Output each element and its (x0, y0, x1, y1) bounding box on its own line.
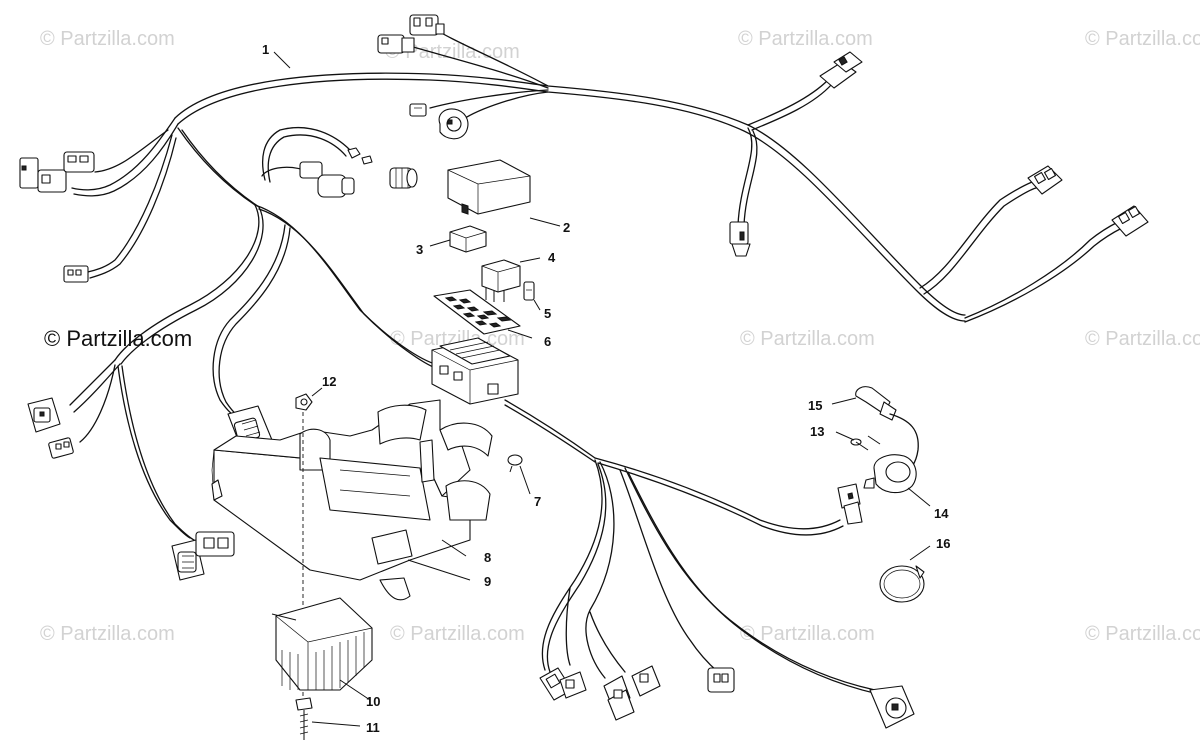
callout-7: 7 (534, 494, 541, 509)
screw[interactable] (835, 431, 881, 451)
connector-left-mid-2 (48, 437, 74, 459)
callout-13: 13 (810, 424, 824, 439)
part9-leader (407, 559, 471, 581)
watermark: © Partzilla.com (740, 328, 875, 350)
harness-connectors (19, 14, 1149, 729)
connector-far-right-1 (1027, 165, 1063, 195)
connector-top-4 (438, 108, 469, 140)
watermark: © Partzilla.com (40, 28, 175, 50)
connector-bottom-4 (631, 665, 661, 697)
connector-right-hanging (729, 221, 751, 257)
watermark: © Partzilla.com (1085, 328, 1200, 350)
callout-9: 9 (484, 574, 491, 589)
connector-bottom-2 (559, 671, 587, 699)
watermark: © Partzilla.com (390, 623, 525, 645)
bulb-socket (389, 167, 418, 189)
wiring-harness[interactable] (69, 25, 1123, 695)
connector-top-2 (377, 34, 415, 54)
nut[interactable] (295, 387, 323, 411)
callout-labels: 1 2 3 4 5 6 7 8 9 10 11 12 13 14 15 16 (262, 42, 950, 735)
fuse-panel-board[interactable] (433, 289, 533, 339)
callout-11: 11 (366, 720, 380, 735)
watermark: © Partzilla.com (385, 41, 520, 63)
connector-left-upper (19, 151, 95, 193)
callout-14: 14 (934, 506, 949, 521)
connector-right-top (819, 51, 863, 89)
part1-leader (273, 51, 291, 69)
clip-fastener[interactable] (507, 454, 531, 495)
callout-3: 3 (416, 242, 423, 257)
connector-left-mid-1 (27, 397, 61, 433)
callout-16: 16 (936, 536, 950, 551)
watermark: © Partzilla.com (40, 623, 175, 645)
fuse[interactable] (523, 281, 541, 311)
relay-small[interactable] (429, 225, 487, 253)
connector-top-1 (409, 14, 445, 36)
hose-clamp[interactable] (879, 545, 931, 603)
relay[interactable] (481, 257, 541, 302)
connector-lower-left (171, 531, 235, 581)
watermark: © Partzilla.com (1085, 28, 1200, 50)
callout-1: 1 (262, 42, 269, 57)
callout-6: 6 (544, 334, 551, 349)
watermark: © Partzilla.com (738, 28, 873, 50)
fuse-box-cover[interactable] (447, 159, 561, 227)
callout-8: 8 (484, 550, 491, 565)
connector-left-small (63, 265, 89, 283)
callout-10: 10 (366, 694, 380, 709)
watermark: © Partzilla.com (740, 623, 875, 645)
spark-plug-cap[interactable] (831, 386, 897, 421)
connector-bottom-5 (707, 667, 735, 693)
watermark: © Partzilla.com (390, 328, 525, 350)
voltage-regulator[interactable] (271, 597, 373, 701)
bolt[interactable] (295, 697, 361, 740)
connector-bottom-3 (603, 675, 635, 721)
mounting-tray[interactable] (211, 399, 493, 601)
connector-bottom-6 (869, 685, 915, 729)
ignition-coil[interactable] (837, 413, 931, 525)
callout-12: 12 (322, 374, 336, 389)
connector-middle-plug (299, 147, 373, 198)
watermark-layer: © Partzilla.com © Partzilla.com © Partzi… (40, 28, 1200, 645)
callout-5: 5 (544, 306, 551, 321)
connector-top-3 (409, 103, 427, 117)
callout-4: 4 (548, 250, 556, 265)
fuse-block (431, 337, 519, 405)
watermark-prominent: © Partzilla.com (44, 326, 192, 351)
callout-2: 2 (563, 220, 570, 235)
watermark: © Partzilla.com (1085, 623, 1200, 645)
connector-far-right-2 (1111, 205, 1149, 237)
callout-15: 15 (808, 398, 822, 413)
